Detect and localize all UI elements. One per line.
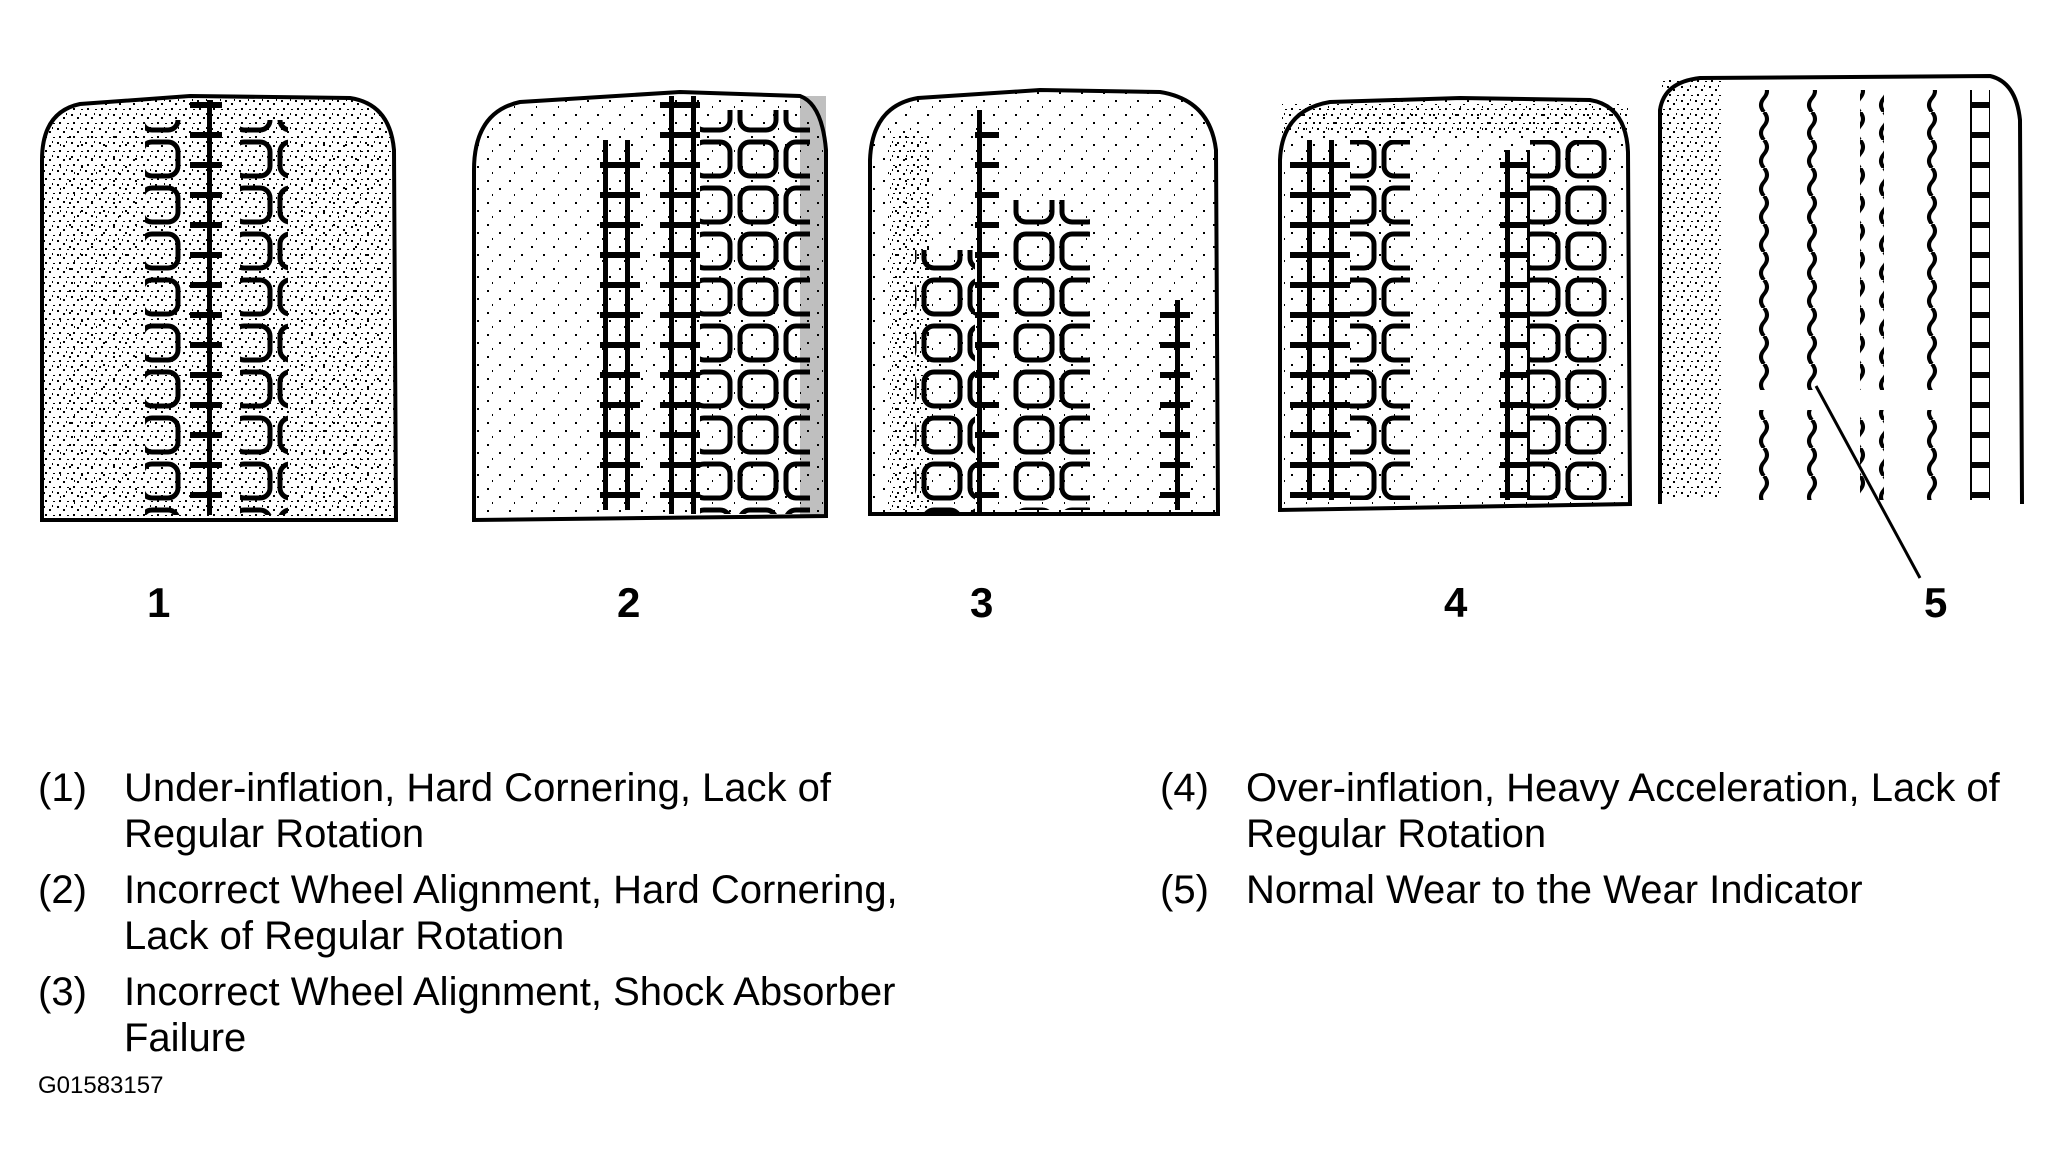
tire-2-illustration (472, 89, 828, 523)
legend-code: (3) (38, 970, 87, 1014)
tire-wear-illustrations (40, 73, 2024, 579)
wear-indicator-leader-line (1814, 385, 1922, 579)
legend-code: (1) (38, 766, 87, 810)
legend-item-5: (5) Normal Wear to the Wear Indicator (1160, 867, 2060, 913)
tire-4-illustration (1278, 95, 1633, 513)
tire-number-3: 3 (970, 579, 994, 626)
legend-item-3: (3) Incorrect Wheel Alignment, Shock Abs… (38, 969, 958, 1061)
legend-text: Incorrect Wheel Alignment, Shock Absorbe… (124, 970, 896, 1060)
legend-column-left: (1) Under-inflation, Hard Cornering, Lac… (38, 765, 958, 1071)
legend-text: Normal Wear to the Wear Indicator (1246, 868, 1863, 912)
legend-text: Incorrect Wheel Alignment, Hard Cornerin… (124, 868, 898, 958)
tire-number-5: 5 (1924, 579, 1948, 626)
tire-3-illustration (868, 87, 1221, 516)
figure-id-label: G01583157 (38, 1072, 164, 1099)
legend-text: Over-inflation, Heavy Acceleration, Lack… (1246, 766, 2000, 856)
legend-column-right: (4) Over-inflation, Heavy Acceleration, … (1160, 765, 2060, 923)
legend-code: (5) (1160, 868, 1209, 912)
legend-code: (2) (38, 868, 87, 912)
legend-item-1: (1) Under-inflation, Hard Cornering, Lac… (38, 765, 958, 857)
tire-number-2: 2 (617, 579, 641, 626)
tire-number-1: 1 (147, 579, 171, 626)
legend-item-2: (2) Incorrect Wheel Alignment, Hard Corn… (38, 867, 958, 959)
tire-5-illustration (1658, 73, 2024, 579)
tire-number-4: 4 (1444, 579, 1468, 626)
legend-code: (4) (1160, 766, 1209, 810)
legend-item-4: (4) Over-inflation, Heavy Acceleration, … (1160, 765, 2060, 857)
legend-text: Under-inflation, Hard Cornering, Lack of… (124, 766, 832, 856)
tire-1-illustration (40, 93, 399, 522)
